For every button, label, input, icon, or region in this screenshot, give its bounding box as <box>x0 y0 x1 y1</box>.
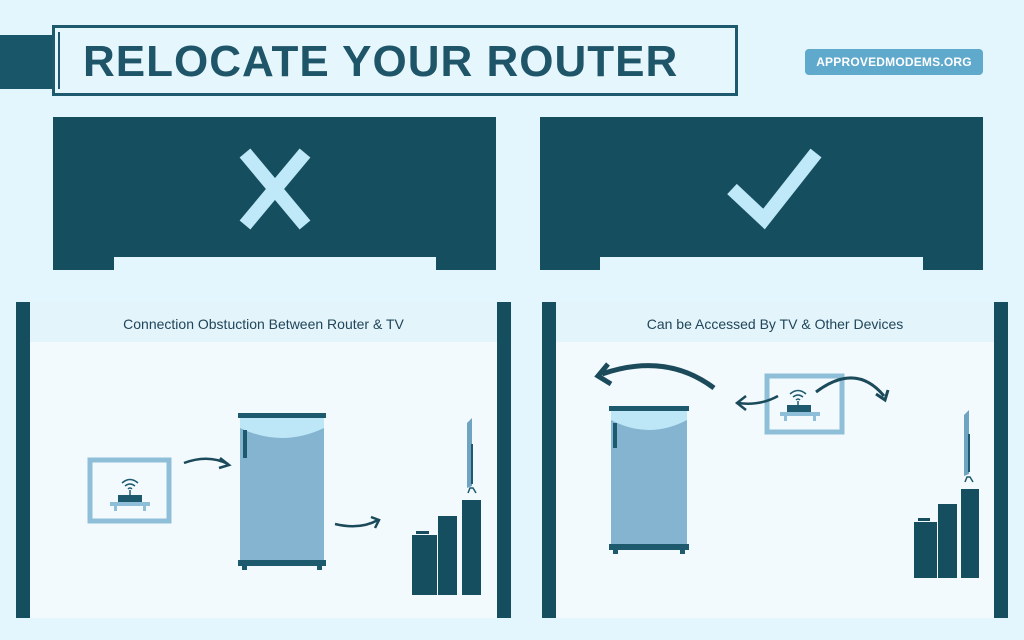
box-notch <box>600 257 923 270</box>
title-frame: RELOCATE YOUR ROUTER <box>52 25 738 96</box>
right-placement-illustration <box>594 362 979 578</box>
site-badge[interactable]: APPROVEDMODEMS.ORG <box>805 49 983 75</box>
cross-icon <box>239 148 311 230</box>
panel-caption: Connection Obstuction Between Router & T… <box>30 302 497 342</box>
tv-cabinet-icon <box>412 418 481 595</box>
router-icon <box>764 373 845 435</box>
panel-right: Can be Accessed By TV & Other Devices <box>556 302 994 618</box>
title-tab-decoration <box>0 35 58 89</box>
tv-cabinet-icon <box>914 410 979 578</box>
panel-right-border <box>497 302 511 618</box>
router-icon <box>87 457 172 524</box>
panel-left-border <box>16 302 30 618</box>
page-title: RELOCATE YOUR ROUTER <box>83 37 679 86</box>
refrigerator-icon <box>238 413 326 570</box>
box-notch <box>114 257 436 270</box>
panel-caption: Can be Accessed By TV & Other Devices <box>556 302 994 342</box>
wrong-placement-illustration <box>87 413 481 595</box>
wrong-verdict-box <box>53 117 496 270</box>
right-verdict-box <box>540 117 983 270</box>
panel-right-border <box>994 302 1008 618</box>
check-icon <box>727 148 822 230</box>
panel-left-border <box>542 302 556 618</box>
refrigerator-icon <box>609 406 689 554</box>
panel-wrong: Connection Obstuction Between Router & T… <box>30 302 497 618</box>
